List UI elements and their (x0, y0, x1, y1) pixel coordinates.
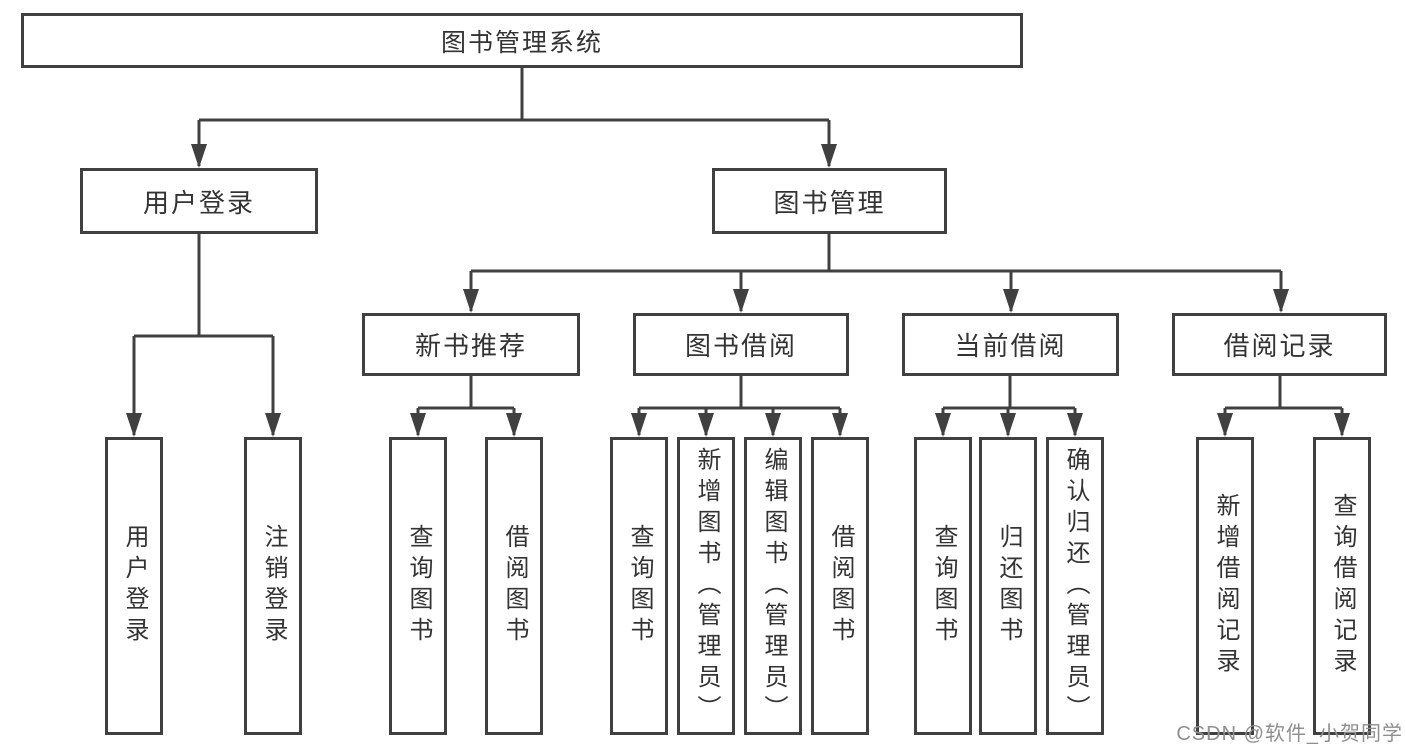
node-book-borrow: 图书借阅 (633, 313, 849, 376)
node-label: 借阅图书 (501, 524, 528, 648)
leaf-borrow-books: 借阅图书 (811, 437, 869, 735)
node-library-system: 图书管理系统 (21, 13, 1023, 68)
leaf-user-login: 用户登录 (105, 437, 163, 735)
connector-newbook-to-leaves (410, 376, 522, 437)
node-label: 图书管理 (773, 187, 886, 218)
node-label: 用户登录 (121, 524, 148, 648)
connector-borrow-to-leaves (631, 376, 848, 437)
node-label: 查询图书 (405, 524, 432, 648)
leaf-logout: 注销登录 (244, 437, 302, 735)
leaf-confirm-return-admin: 确认归还（管理员） (1046, 437, 1104, 735)
watermark: CSDN @软件_小贺同学 (1176, 723, 1403, 745)
node-label: 归还图书 (995, 524, 1022, 648)
node-label: 查询图书 (930, 524, 957, 648)
connector-root-to-level2 (191, 68, 837, 168)
node-new-book-recommend: 新书推荐 (362, 313, 580, 376)
node-label: 注销登录 (260, 524, 287, 648)
node-label: 图书借阅 (684, 331, 797, 361)
connector-current-to-leaves (935, 376, 1083, 437)
leaf-add-books-admin: 新增图书（管理员） (677, 437, 735, 735)
leaf-query-books-borrow: 查询图书 (610, 437, 668, 735)
node-label: 图书管理系统 (440, 28, 603, 57)
node-borrow-records: 借阅记录 (1172, 313, 1387, 376)
connector-records-to-leaves (1217, 376, 1350, 437)
connector-bookmgmt-to-level3 (463, 234, 1289, 313)
node-label: 借阅图书 (827, 524, 854, 648)
node-label: 确认归还（管理员） (1062, 446, 1089, 726)
leaf-edit-books-admin: 编辑图书（管理员） (744, 437, 802, 735)
leaf-borrow-books-recommend: 借阅图书 (485, 437, 543, 735)
node-label: 新书推荐 (414, 331, 527, 361)
leaf-query-books-recommend: 查询图书 (389, 437, 447, 735)
leaf-return-books: 归还图书 (979, 437, 1037, 735)
leaf-add-borrow-record: 新增借阅记录 (1196, 437, 1254, 735)
node-label: 新增借阅记录 (1212, 493, 1239, 679)
node-label: 查询图书 (626, 524, 653, 648)
node-label: 借阅记录 (1223, 331, 1336, 361)
node-user-login: 用户登录 (80, 168, 318, 234)
node-book-management: 图书管理 (712, 168, 947, 234)
node-label: 查询借阅记录 (1329, 493, 1356, 679)
leaf-query-books-current: 查询图书 (914, 437, 972, 735)
leaf-query-borrow-record: 查询借阅记录 (1313, 437, 1371, 735)
node-label: 新增图书（管理员） (693, 446, 720, 726)
node-label: 用户登录 (142, 187, 255, 218)
node-label: 编辑图书（管理员） (760, 446, 787, 726)
connector-userlogin-to-leaves (126, 234, 281, 437)
node-label: 当前借阅 (954, 331, 1067, 361)
node-current-borrow: 当前借阅 (902, 313, 1119, 376)
